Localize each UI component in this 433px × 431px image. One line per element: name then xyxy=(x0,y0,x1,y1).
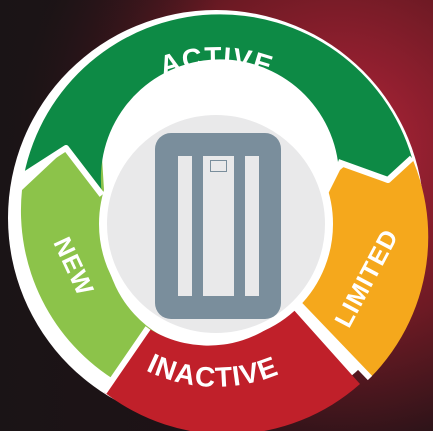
lifecycle-diagram: ACTIVE INACTIVE NEW LIMITED xyxy=(0,0,433,431)
lifecycle-ring: ACTIVE INACTIVE NEW LIMITED xyxy=(0,0,433,431)
